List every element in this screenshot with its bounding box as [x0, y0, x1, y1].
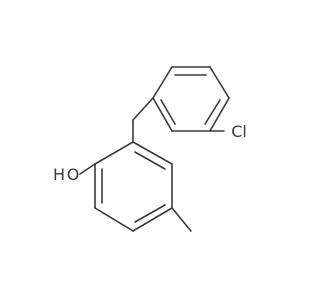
- hydroxyl-h-label: H: [53, 165, 65, 184]
- chlorophenyl-ring: [152, 66, 230, 132]
- hydroxyl-bond: [79, 163, 96, 175]
- double-bond: [160, 99, 176, 125]
- bond: [209, 97, 230, 132]
- bond: [152, 66, 173, 99]
- bond: [94, 207, 134, 232]
- molecule-structure-diagram: H O Cl: [53, 66, 247, 232]
- bond: [132, 207, 173, 232]
- chlorine-label: Cl: [231, 122, 247, 141]
- methyl-bond: [171, 207, 192, 232]
- methylene-bond: [132, 97, 154, 121]
- bond: [209, 66, 230, 99]
- double-bond: [134, 204, 166, 223]
- hydroxyl-o-label: O: [67, 165, 80, 184]
- bond: [132, 141, 173, 165]
- double-bond: [134, 151, 166, 170]
- bond: [152, 97, 173, 132]
- bond: [94, 141, 134, 165]
- double-bond: [204, 99, 221, 125]
- phenol-ring: [94, 141, 173, 232]
